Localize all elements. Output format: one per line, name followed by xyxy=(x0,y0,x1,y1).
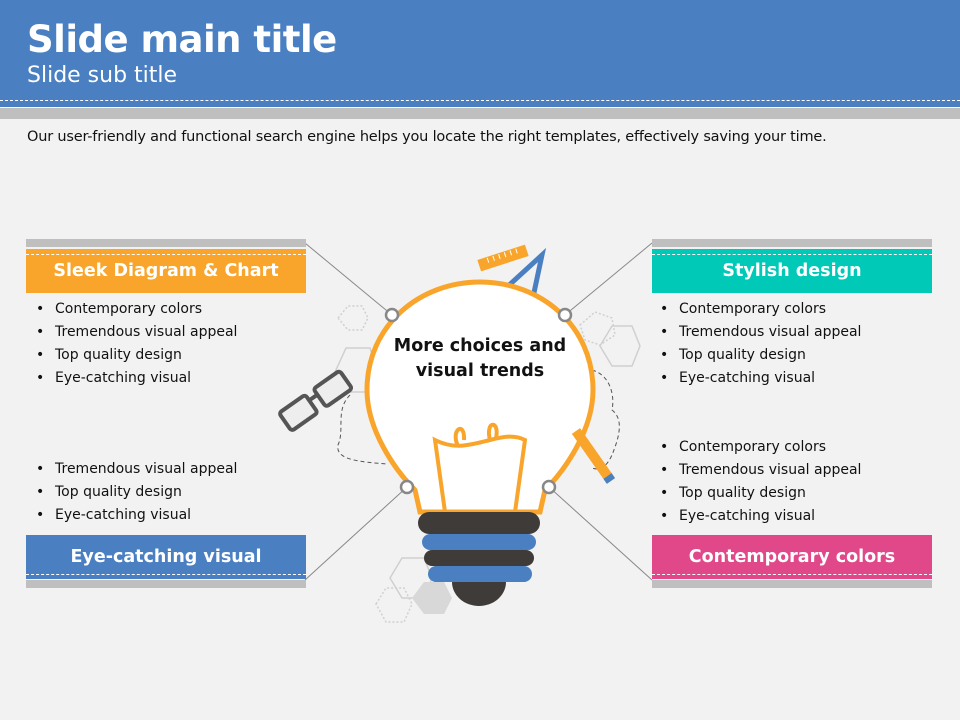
list-item: Tremendous visual appeal xyxy=(26,458,237,481)
pencil-icon xyxy=(571,428,616,484)
bottom-right-header: Contemporary colors xyxy=(652,535,932,579)
list-item: Eye-catching visual xyxy=(650,367,861,390)
top-right-header: Stylish design xyxy=(652,249,932,293)
top-left-header: Sleek Diagram & Chart xyxy=(26,249,306,293)
list-item: Eye-catching visual xyxy=(26,367,237,390)
slide-subtitle: Slide sub title xyxy=(27,63,178,88)
top-right-title: Stylish design xyxy=(722,261,862,281)
center-caption: More choices and visual trends xyxy=(380,334,580,384)
bottom-right-list: Contemporary colors Tremendous visual ap… xyxy=(650,436,861,528)
ruler-icon xyxy=(477,244,529,272)
list-item: Top quality design xyxy=(26,481,237,504)
glasses-icon xyxy=(278,369,354,432)
list-item: Tremendous visual appeal xyxy=(650,321,861,344)
list-item: Contemporary colors xyxy=(650,298,861,321)
hexagon-gray-icon xyxy=(412,582,452,614)
header-divider xyxy=(0,107,960,108)
bulb-base-icon xyxy=(418,512,540,606)
center-caption-line-1: More choices and xyxy=(393,336,567,356)
list-item: Top quality design xyxy=(650,344,861,367)
header-gray-band xyxy=(0,108,960,119)
bottom-left-list: Tremendous visual appeal Top quality des… xyxy=(26,458,237,527)
top-left-title: Sleek Diagram & Chart xyxy=(53,261,279,281)
list-item: Contemporary colors xyxy=(650,436,861,459)
list-item: Eye-catching visual xyxy=(26,504,237,527)
top-right-gray-bar xyxy=(652,239,932,247)
list-item: Eye-catching visual xyxy=(650,505,861,528)
list-item: Top quality design xyxy=(650,482,861,505)
bottom-right-gray-bar xyxy=(652,580,932,588)
bottom-right-title: Contemporary colors xyxy=(688,547,896,567)
list-item: Tremendous visual appeal xyxy=(650,459,861,482)
center-caption-line-2: visual trends xyxy=(415,361,545,381)
list-item: Tremendous visual appeal xyxy=(26,321,237,344)
dashed-path-left xyxy=(337,394,389,465)
filament-icon xyxy=(432,422,528,513)
list-item: Contemporary colors xyxy=(26,298,237,321)
top-right-list: Contemporary colors Tremendous visual ap… xyxy=(650,298,861,390)
slide-header: Slide main title Slide sub title xyxy=(0,0,960,108)
connector-lines xyxy=(304,242,653,581)
top-left-list: Contemporary colors Tremendous visual ap… xyxy=(26,298,237,390)
list-item: Top quality design xyxy=(26,344,237,367)
connector-nodes xyxy=(384,307,573,495)
top-left-gray-bar xyxy=(26,239,306,247)
slide-title: Slide main title xyxy=(27,18,337,61)
description-text: Our user-friendly and functional search … xyxy=(27,129,827,145)
header-dashed-divider xyxy=(0,100,960,101)
bottom-left-gray-bar xyxy=(26,580,306,588)
bottom-left-header: Eye-catching visual xyxy=(26,535,306,579)
bottom-left-title: Eye-catching visual xyxy=(70,547,262,567)
